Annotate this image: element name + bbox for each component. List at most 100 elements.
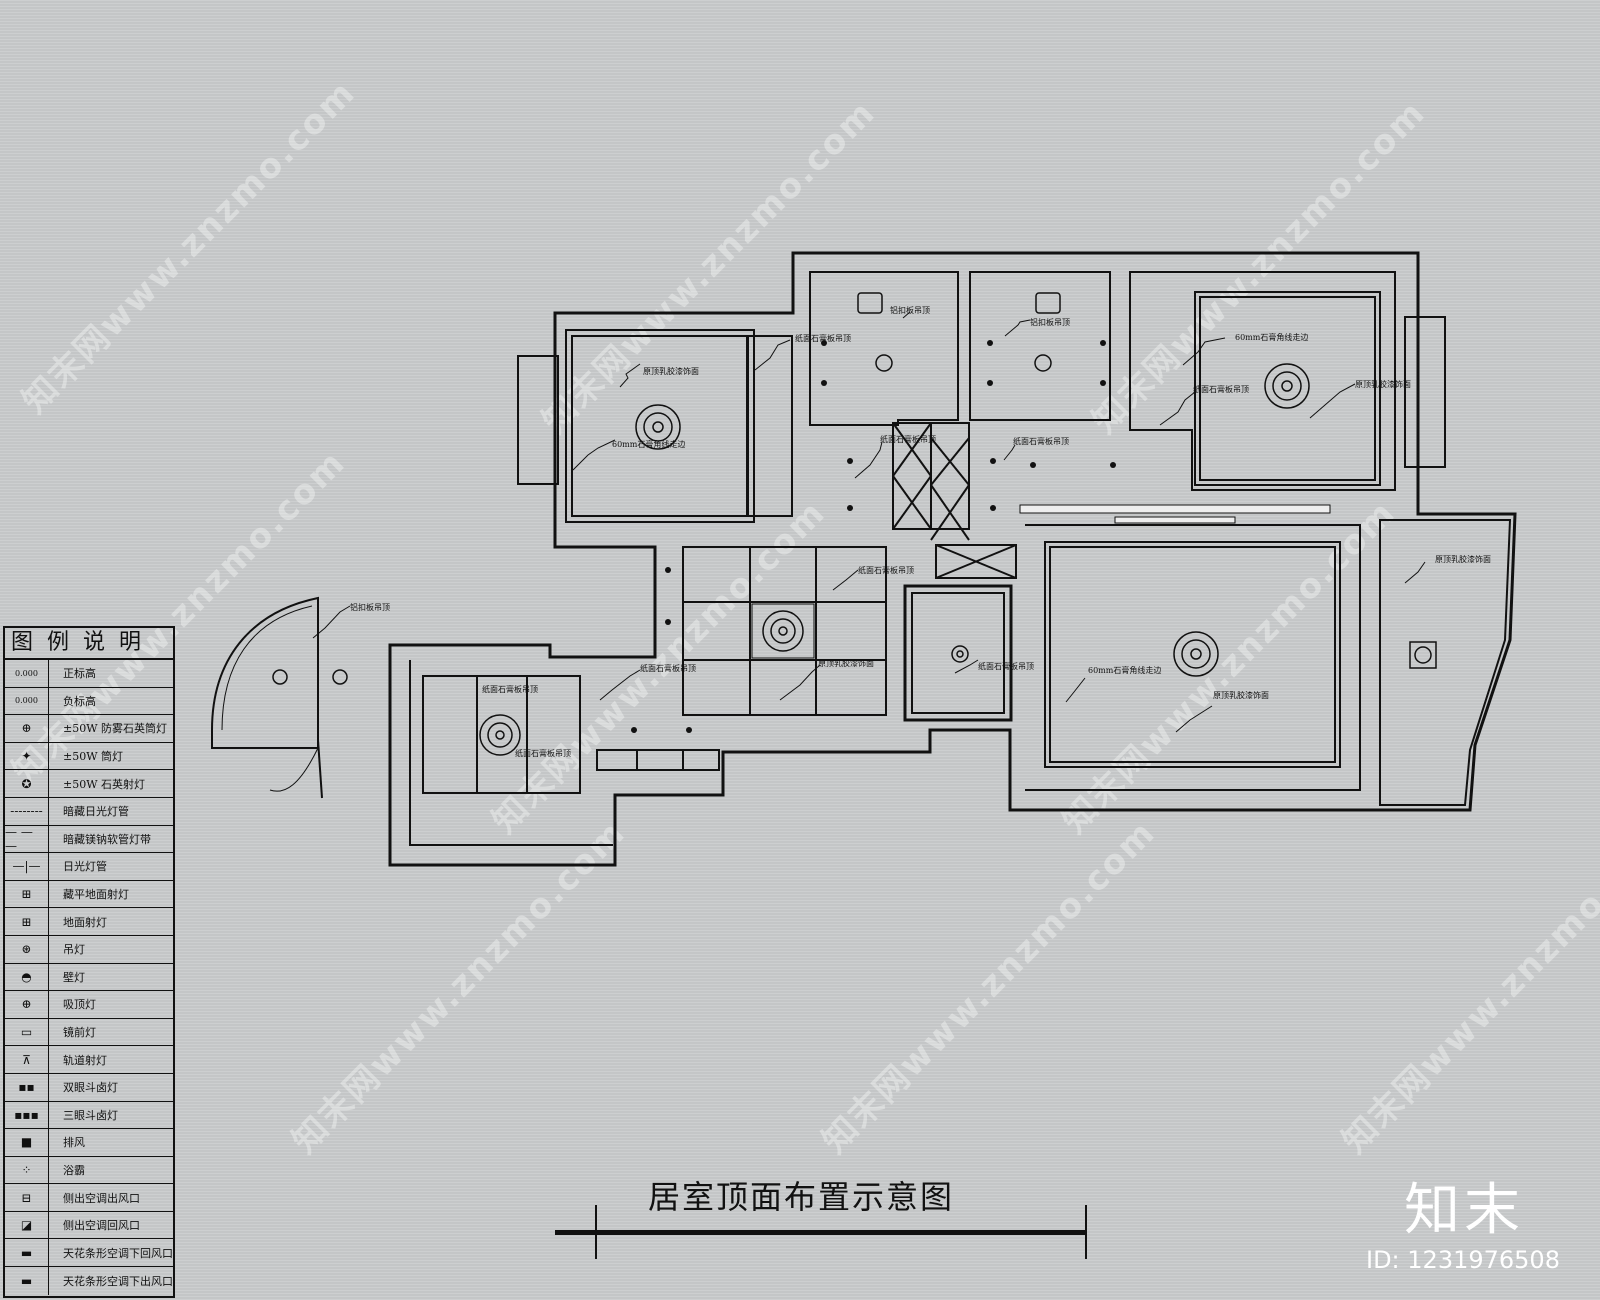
legend-label: 壁灯 [63,970,85,984]
annotation-paper-gypsum: 纸面石膏板吊顶 [858,565,914,575]
annotation-paper-gypsum: 纸面石膏板吊顶 [640,663,696,673]
double-grille-lamp-icon: ▪▪ [5,1073,49,1101]
hidden-neon-strip-icon: — — — [5,825,49,853]
annotation-paper-gypsum: 纸面石膏板吊顶 [515,748,571,758]
legend-label: 天花条形空调下回风口 [63,1246,173,1260]
legend-label: 暗藏日光灯管 [63,805,129,819]
recessed-floor-spot-icon: ⊞ [5,880,49,908]
track-spotlight-icon: ⊼ [5,1046,49,1073]
strip-ac-outlet-icon: ▬ [5,1267,49,1295]
drawing-title: 居室顶面布置示意图 [648,1178,955,1216]
legend-row: ▭ 镜前灯 [5,1018,173,1047]
annotation-paper-gypsum: 纸面石膏板吊顶 [482,684,538,694]
side-ac-return-icon: ◪ [5,1211,49,1239]
legend-row: ⊕ 吸顶灯 [5,991,173,1019]
annotation-paper-gypsum: 纸面石膏板吊顶 [978,661,1034,671]
positive-elevation-icon: 0.000 [5,660,49,687]
legend-row: ⊞ 藏平地面射灯 [5,880,173,909]
legend-label: 正标高 [63,667,96,681]
legend-row: ⊞ 地面射灯 [5,908,173,936]
annotation-paper-gypsum: 纸面石膏板吊顶 [1013,436,1069,446]
annotation-aluminum: 铝扣板吊顶 [350,602,390,612]
exhaust-fan-icon: ■ [5,1129,49,1156]
legend-table: 图例说明 0.000 正标高 0.000 负标高 ⊕ ±50W 防雾石英筒灯 ✦ ±50W 筒… [3,626,175,1298]
legend-row: —|— 日光灯管 [5,853,173,881]
title-underline [555,1230,1085,1235]
annotation-paper-gypsum: 纸面石膏板吊顶 [1193,384,1249,394]
legend-row: ◓ 壁灯 [5,963,173,992]
legend-label: 浴霸 [63,1163,85,1177]
legend-row: ⊛ 吊灯 [5,935,173,964]
legend-label: 吊灯 [63,943,85,957]
legend-label: 地面射灯 [63,915,107,929]
annotation-aluminum: 铝扣板吊顶 [1030,317,1070,327]
floor-spot-icon: ⊞ [5,908,49,935]
annotation-aluminum: 铝扣板吊顶 [890,305,930,315]
legend-title: 图例说明 [5,628,173,660]
title-tick-right [1085,1205,1087,1259]
annotation-gypsum-line: 60mm石膏角线走边 [612,439,685,449]
legend-row: ⁘ 浴霸 [5,1156,173,1185]
legend-label: ±50W 石英射灯 [63,777,146,791]
annotation-latex: 原顶乳胶漆饰面 [1213,690,1269,700]
triple-grille-lamp-icon: ▪▪▪ [5,1101,49,1129]
legend-row: ◪ 侧出空调回风口 [5,1211,173,1240]
legend-label: 日光灯管 [63,860,107,874]
legend-label: 吸顶灯 [63,998,96,1012]
downlight-icon: ✦ [5,742,49,770]
brand-logo: 知末 [1404,1178,1524,1243]
fog-proof-downlight-icon: ⊕ [5,715,49,742]
wall-lamp-icon: ◓ [5,963,49,991]
annotation-gypsum-line: 60mm石膏角线走边 [1088,665,1161,675]
legend-label: 镜前灯 [63,1026,96,1040]
title-tick-left [595,1205,597,1259]
downlight-dots [631,340,1116,733]
ceiling-lamp-icon: ⊕ [5,991,49,1018]
legend-row: ✦ ±50W 筒灯 [5,742,173,771]
hidden-fluorescent-icon: -------- [5,797,49,825]
annotation-gypsum-line: 60mm石膏角线走边 [1235,332,1308,342]
legend-row: ■ 排风 [5,1129,173,1157]
mirror-lamp-icon: ▭ [5,1018,49,1046]
legend-label: 侧出空调出风口 [63,1191,140,1205]
legend-row: ▪▪ 双眼斗卤灯 [5,1073,173,1102]
legend-row: ⊼ 轨道射灯 [5,1046,173,1074]
side-ac-outlet-icon: ⊟ [5,1184,49,1211]
fluorescent-tube-icon: —|— [5,853,49,880]
legend-row: — — — 暗藏镁钠软管灯带 [5,825,173,854]
legend-row: ▬ 天花条形空调下出风口 [5,1267,173,1295]
quartz-spotlight-icon: ✪ [5,770,49,797]
negative-elevation-icon: 0.000 [5,687,49,715]
legend-label: ±50W 筒灯 [63,750,124,764]
legend-row: -------- 暗藏日光灯管 [5,797,173,826]
legend-row: ⊕ ±50W 防雾石英筒灯 [5,715,173,743]
legend-label: 双眼斗卤灯 [63,1081,118,1095]
legend-row: 0.000 正标高 [5,660,173,688]
pendant-lamp-icon: ⊛ [5,935,49,963]
bath-heater-icon: ⁘ [5,1156,49,1184]
legend-label: 三眼斗卤灯 [63,1108,118,1122]
strip-ac-return-icon: ▬ [5,1239,49,1267]
image-id: ID: 1231976508 [1366,1246,1560,1274]
legend-row: ✪ ±50W 石英射灯 [5,770,173,798]
legend-label: 暗藏镁钠软管灯带 [63,832,151,846]
legend-label: 负标高 [63,694,96,708]
legend-label: 天花条形空调下出风口 [63,1274,173,1288]
lamp-symbols [272,292,1437,756]
legend-label: 侧出空调回风口 [63,1219,140,1233]
annotation-latex: 原顶乳胶漆饰面 [818,658,874,668]
annotation-paper-gypsum: 纸面石膏板吊顶 [795,333,851,343]
legend-row: ⊟ 侧出空调出风口 [5,1184,173,1212]
legend-row: ▪▪▪ 三眼斗卤灯 [5,1101,173,1130]
legend-label: 轨道射灯 [63,1053,107,1067]
legend-label: ±50W 防雾石英筒灯 [63,722,168,736]
annotation-latex: 原顶乳胶漆饰面 [1355,379,1411,389]
annotation-latex: 原顶乳胶漆饰面 [643,366,699,376]
annotation-paper-gypsum: 纸面石膏板吊顶 [880,434,936,444]
legend-label: 排风 [63,1136,85,1150]
legend-label: 藏平地面射灯 [63,888,129,902]
legend-row: 0.000 负标高 [5,687,173,716]
legend-row: ▬ 天花条形空调下回风口 [5,1239,173,1268]
annotation-latex: 原顶乳胶漆饰面 [1435,554,1491,564]
